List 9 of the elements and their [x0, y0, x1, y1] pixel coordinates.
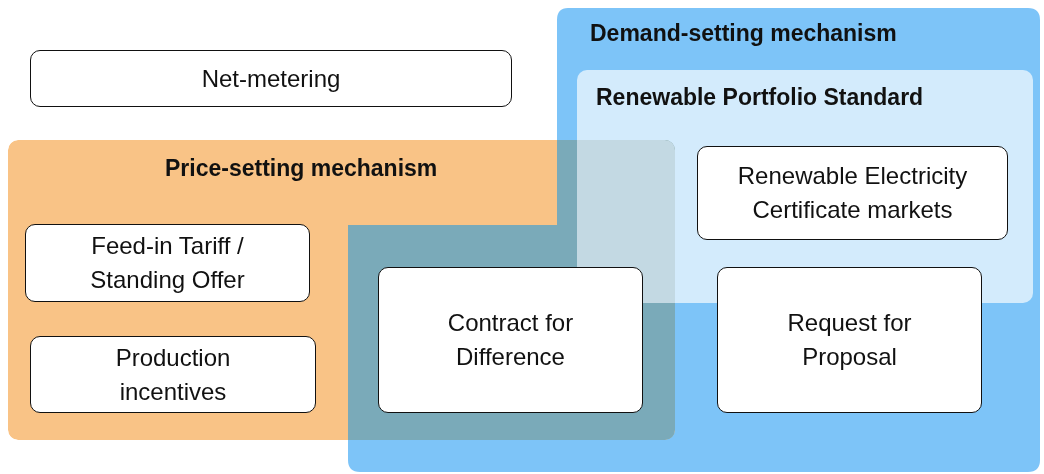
scheme-box: Contract for Difference — [378, 267, 643, 413]
scheme-box: Request for Proposal — [717, 267, 982, 413]
scheme-box: Production incentives — [30, 336, 316, 413]
group-title: Price-setting mechanism — [165, 155, 438, 182]
scheme-box: Renewable Electricity Certificate markets — [697, 146, 1008, 240]
scheme-box: Net-metering — [30, 50, 512, 107]
scheme-box: Feed-in Tariff / Standing Offer — [25, 224, 310, 302]
group-title: Renewable Portfolio Standard — [596, 84, 924, 111]
group-title: Demand-setting mechanism — [590, 20, 897, 47]
